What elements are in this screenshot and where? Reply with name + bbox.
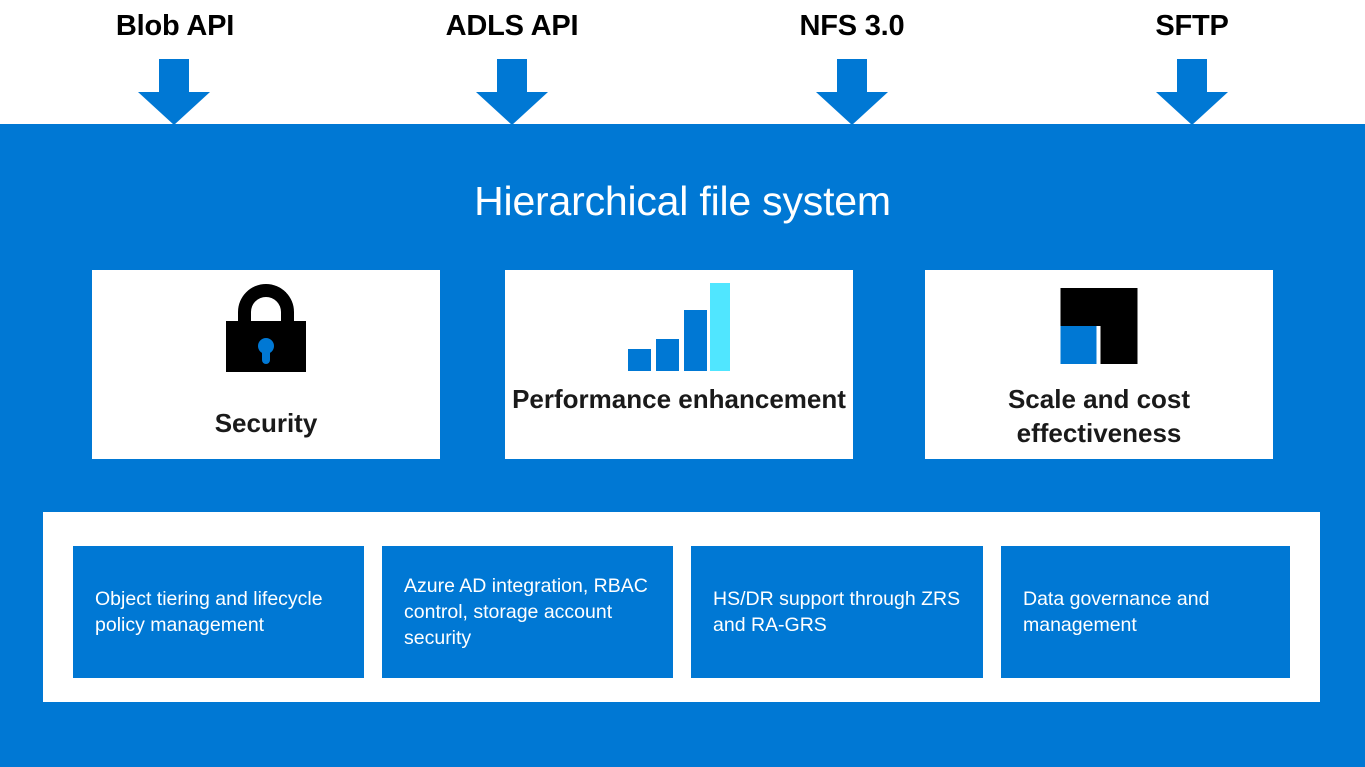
card-label-line-2: effectiveness xyxy=(1016,418,1182,448)
card-label-performance: Performance enhancement xyxy=(505,382,853,416)
arrow-stem xyxy=(1177,59,1207,94)
card-security: Security xyxy=(92,270,440,459)
api-label-nfs: NFS 3.0 xyxy=(799,10,905,42)
scale-blocks-icon xyxy=(1060,288,1138,364)
down-arrow-icon-adls xyxy=(476,59,548,125)
capability-text: Data governance and management xyxy=(1023,588,1210,636)
capability-text: Object tiering and lifecycle policy mana… xyxy=(95,588,323,636)
capability-box-object-tiering: Object tiering and lifecycle policy mana… xyxy=(73,546,364,678)
bar-4 xyxy=(710,282,730,371)
scale-block-accent xyxy=(1060,326,1097,364)
lock-icon xyxy=(226,284,306,372)
scale-block-right xyxy=(1100,288,1138,364)
card-label-security: Security xyxy=(214,408,318,438)
api-label-blob: Blob API xyxy=(115,10,235,42)
bar-chart-icon xyxy=(628,281,730,371)
card-icon-wrap xyxy=(505,270,853,378)
bar-1 xyxy=(628,349,651,371)
down-arrow-icon-nfs xyxy=(816,59,888,125)
api-label-sftp: SFTP xyxy=(1155,10,1229,42)
arrow-head xyxy=(816,92,888,125)
bar-3 xyxy=(684,309,707,371)
api-label-adls: ADLS API xyxy=(445,10,579,42)
card-label-scale-cost: Scale and cost effectiveness xyxy=(925,382,1273,450)
capabilities-container: Object tiering and lifecycle policy mana… xyxy=(43,512,1320,702)
card-label-line-2: enhancement xyxy=(678,384,846,414)
capability-text: HS/DR support through ZRS and RA-GRS xyxy=(713,588,961,636)
capability-box-data-governance: Data governance and management xyxy=(1001,546,1290,678)
capability-box-azure-ad: Azure AD integration, RBAC control, stor… xyxy=(382,546,673,678)
card-label-line-1: Scale and cost xyxy=(1007,384,1191,414)
card-label-line-1: Performance xyxy=(512,384,672,414)
lock-keyhole-stem xyxy=(262,346,270,364)
capability-box-hs-dr: HS/DR support through ZRS and RA-GRS xyxy=(691,546,983,678)
arrow-head xyxy=(1156,92,1228,125)
arrow-stem xyxy=(497,59,527,94)
down-arrow-icon-blob xyxy=(138,59,210,125)
capability-text: Azure AD integration, RBAC control, stor… xyxy=(404,575,648,649)
card-scale-cost: Scale and cost effectiveness xyxy=(925,270,1273,459)
down-arrow-icon-sftp xyxy=(1156,59,1228,125)
arrow-stem xyxy=(837,59,867,94)
arrow-stem xyxy=(159,59,189,94)
card-icon-wrap xyxy=(925,270,1273,378)
page-title: Hierarchical file system xyxy=(474,178,891,224)
bar-2 xyxy=(656,338,679,371)
arrow-head xyxy=(476,92,548,125)
card-performance: Performance enhancement xyxy=(505,270,853,459)
card-icon-wrap xyxy=(92,270,440,378)
arrow-head xyxy=(138,92,210,125)
